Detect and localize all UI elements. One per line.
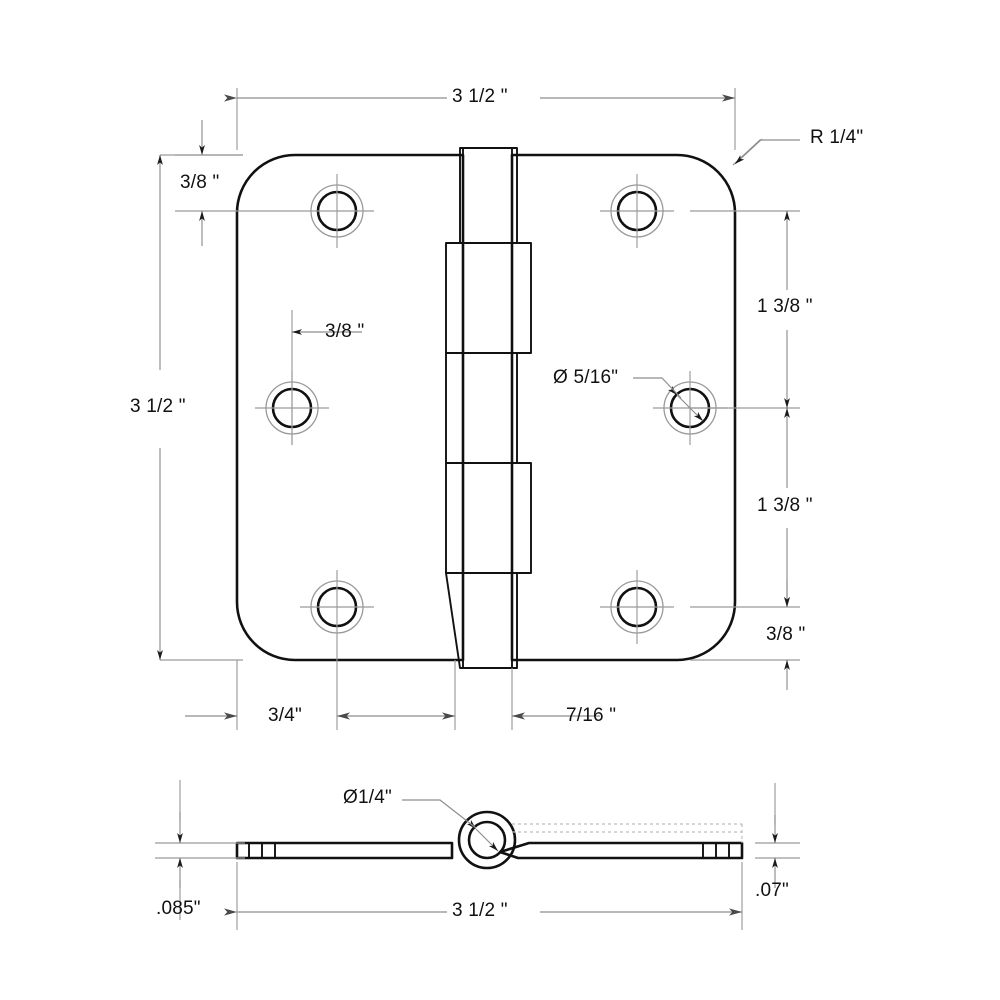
- dimension-hole-diameter: [633, 377, 682, 399]
- dimension-overall-height: [157, 154, 243, 661]
- label-top-offset: 3/8 ": [180, 172, 220, 193]
- label-left-offset: 3/8 ": [325, 321, 365, 342]
- screw-hole: [300, 570, 374, 644]
- section-view: [235, 810, 744, 870]
- dimension-corner-radius: [732, 138, 800, 166]
- hinge-knuckles: [445, 147, 532, 669]
- dimension-left-offset: [291, 310, 362, 445]
- dimension-overall-width: [224, 88, 736, 150]
- dimension-pin-diameter: [402, 799, 477, 829]
- dimension-hole-spacing-upper: [690, 210, 800, 409]
- label-thickness-left: .085": [156, 898, 201, 919]
- label-corner-radius: R 1/4": [810, 127, 864, 148]
- dimension-knuckle-offset: [511, 668, 600, 730]
- dimension-bottom-offset: [690, 580, 800, 690]
- label-hole-diameter: Ø 5/16": [553, 367, 619, 388]
- dimension-thickness-left: [155, 780, 245, 920]
- screw-hole: [300, 174, 374, 248]
- label-spacing-upper: 1 3/8 ": [757, 296, 813, 317]
- label-pin-diameter: Ø1/4": [343, 787, 392, 808]
- front-view-right-leaf: [510, 153, 737, 662]
- label-thickness-right: .07": [755, 880, 789, 901]
- screw-hole: [600, 570, 674, 644]
- label-overall-width: 3 1/2 ": [452, 86, 508, 107]
- dimension-thickness-right: [755, 783, 800, 888]
- dimension-bottom-left-offset: [185, 644, 456, 730]
- label-overall-height: 3 1/2 ": [130, 396, 186, 417]
- label-knuckle-offset: 7/16 ": [566, 705, 617, 726]
- label-bottom-left-offset: 3/4": [268, 705, 302, 726]
- label-section-length: 3 1/2 ": [452, 900, 508, 921]
- label-spacing-lower: 1 3/8 ": [757, 495, 813, 516]
- label-bottom-offset: 3/8 ": [766, 624, 806, 645]
- screw-hole: [600, 174, 674, 248]
- dimension-section-length: [224, 862, 743, 930]
